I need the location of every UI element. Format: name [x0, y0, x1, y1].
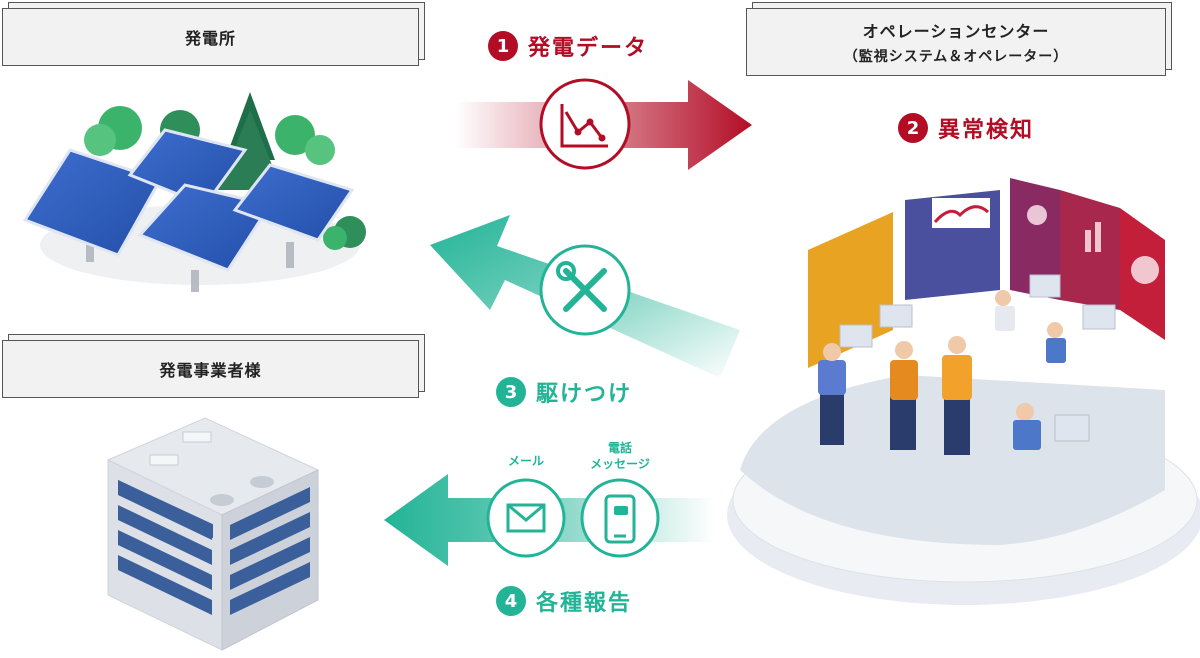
step-4-number: 4 [496, 586, 526, 616]
phone-icon [580, 478, 660, 558]
step-3-label: 駆けつけ [536, 382, 633, 407]
customer-label-box: 発電事業者様 [2, 340, 419, 398]
step-4: 4 各種報告 [496, 585, 632, 617]
phone-label-line-2: メッセージ [590, 457, 650, 471]
chart-icon [539, 78, 631, 170]
step-1-number: 1 [488, 31, 518, 61]
step-1-label: 発電データ [528, 36, 649, 61]
step-1: 1 発電データ [488, 30, 648, 62]
mail-icon [486, 478, 566, 558]
operation-center-illustration [727, 178, 1200, 605]
step-4-label: 各種報告 [536, 591, 633, 616]
power-plant-title: 発電所 [184, 29, 236, 48]
power-plant-label-box: 発電所 [2, 8, 419, 66]
tools-icon [539, 244, 631, 336]
step-2: 2 異常検知 [898, 112, 1034, 144]
step-3-number: 3 [496, 377, 526, 407]
customer-title: 発電事業者様 [159, 361, 262, 380]
operation-center-subtitle: （監視システム＆オペレーター） [843, 49, 1069, 65]
solar-plant-illustration [22, 92, 366, 292]
step-3: 3 駆けつけ [496, 376, 632, 408]
mail-label: メール [507, 454, 544, 468]
phone-label: 電話 メッセージ [575, 440, 665, 472]
step-2-label: 異常検知 [938, 118, 1035, 143]
office-building-illustration [106, 417, 320, 651]
phone-label-line-1: 電話 [607, 441, 632, 455]
operation-center-label-box: オペレーションセンター （監視システム＆オペレーター） [746, 8, 1166, 76]
step-2-number: 2 [898, 113, 928, 143]
operation-center-title: オペレーションセンター [862, 22, 1050, 41]
